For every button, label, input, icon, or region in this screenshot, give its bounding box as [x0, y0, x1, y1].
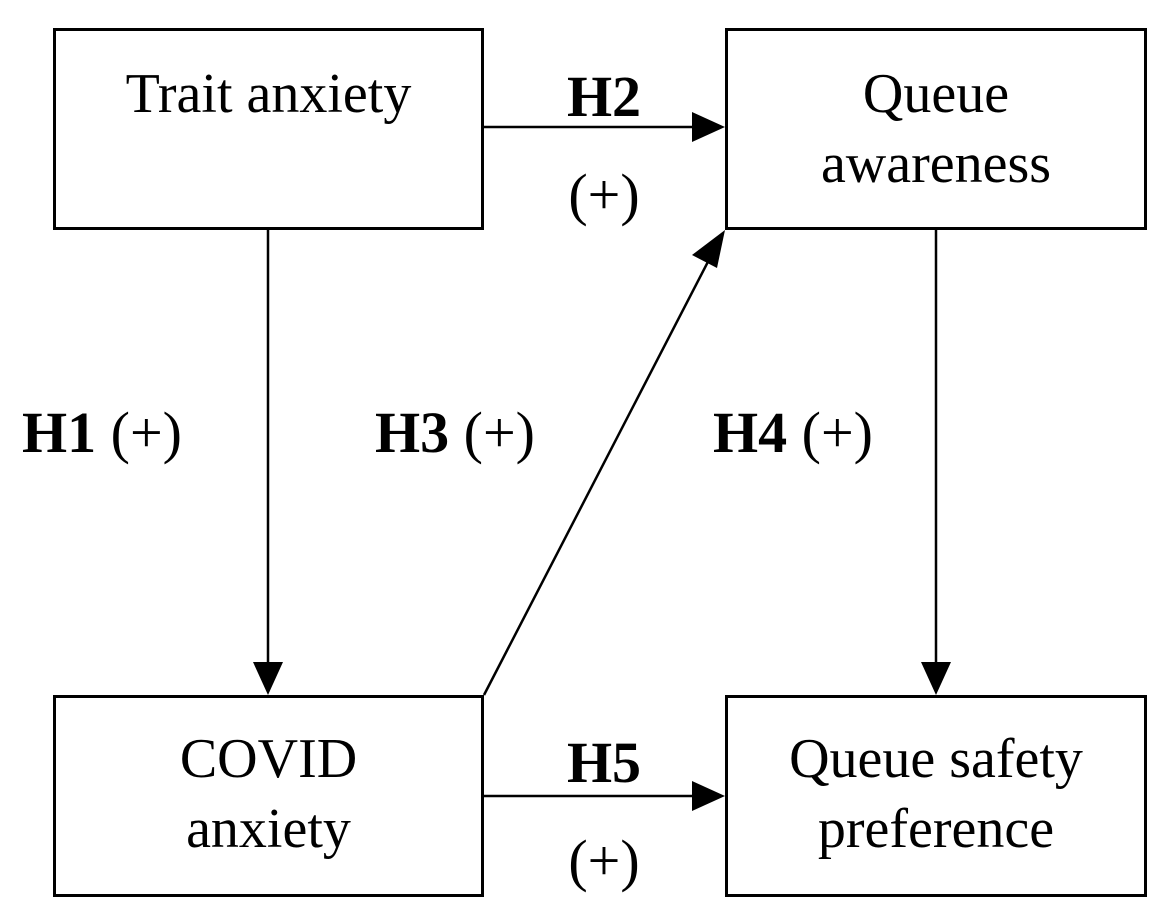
hypothesis-h4-sign: (+)	[801, 400, 873, 465]
arrow-h5	[484, 781, 725, 811]
hypothesis-h2-sign: (+)	[568, 162, 640, 227]
hypothesis-h5-id: H5	[566, 730, 642, 795]
hypothesis-h2-id: H2	[566, 64, 642, 129]
hypothesis-h5-sign: (+)	[568, 828, 640, 893]
node-trait-anxiety: Trait anxiety	[53, 28, 484, 230]
hypothesis-h2-label: H2 (+)	[534, 62, 674, 230]
hypothesis-h3-id: H3	[375, 400, 450, 465]
node-queue-awareness: Queue awareness	[725, 28, 1147, 230]
hypothesis-h5-label: H5 (+)	[534, 728, 674, 896]
hypothesis-h1-id: H1	[22, 400, 97, 465]
node-covid-anxiety-line-1: COVID	[179, 728, 358, 790]
node-trait-anxiety-line-1: Trait anxiety	[125, 63, 412, 125]
node-queue-safety-preference: Queue safety preference	[725, 695, 1147, 897]
arrow-h3	[482, 230, 725, 696]
node-covid-anxiety: COVID anxiety	[53, 695, 484, 897]
arrow-h1	[253, 230, 283, 695]
node-queue-awareness-line-1: Queue	[862, 63, 1010, 125]
hypothesis-h3-label: H3 (+)	[375, 398, 535, 468]
hypothesis-h3-sign: (+)	[463, 400, 535, 465]
node-queue-safety-preference-line-2: preference	[817, 798, 1055, 860]
hypothesis-h1-sign: (+)	[110, 400, 182, 465]
hypothesis-h4-id: H4	[713, 400, 788, 465]
hypothesis-h1-label: H1 (+)	[22, 398, 182, 468]
arrow-h2	[484, 112, 725, 142]
hypothesis-h4-label: H4 (+)	[713, 398, 873, 468]
node-queue-safety-preference-line-1: Queue safety	[789, 728, 1083, 790]
arrow-h4	[921, 230, 951, 695]
node-queue-awareness-line-2: awareness	[820, 133, 1052, 195]
node-covid-anxiety-line-2: anxiety	[186, 798, 351, 860]
